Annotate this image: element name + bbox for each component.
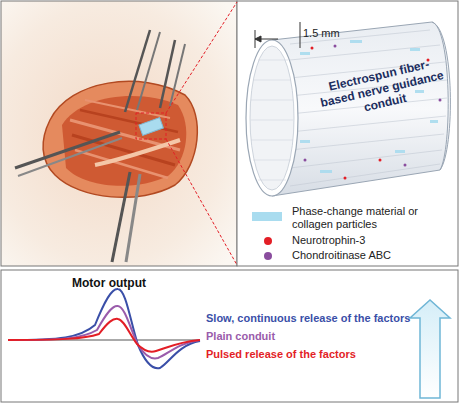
legend-swatch bbox=[264, 252, 272, 260]
motor-waveforms bbox=[8, 289, 200, 368]
dimension-label: 1.5 mm bbox=[303, 27, 340, 39]
zoom-lines bbox=[136, 2, 237, 265]
series-label: Pulsed release of the factors bbox=[206, 348, 412, 360]
series-label: Slow, continuous release of the factors bbox=[206, 312, 412, 324]
legend-text: Chondroitinase ABC bbox=[292, 249, 452, 262]
legend-swatch bbox=[264, 237, 272, 245]
legend-text: Neurotrophin-3 bbox=[292, 234, 452, 247]
output-panel bbox=[1, 270, 458, 402]
surgery-panel bbox=[1, 1, 237, 266]
chart-title: Motor output bbox=[72, 276, 146, 290]
surgery-illustration bbox=[15, 30, 197, 262]
conduit-panel bbox=[237, 1, 458, 266]
legend-swatch bbox=[252, 212, 282, 221]
increase-arrow bbox=[410, 300, 450, 398]
dimension-line bbox=[255, 22, 300, 48]
legend-text: Phase-change material or collagen partic… bbox=[292, 205, 452, 231]
conduit-illustration bbox=[246, 22, 450, 196]
series-label: Plain conduit bbox=[206, 330, 412, 342]
